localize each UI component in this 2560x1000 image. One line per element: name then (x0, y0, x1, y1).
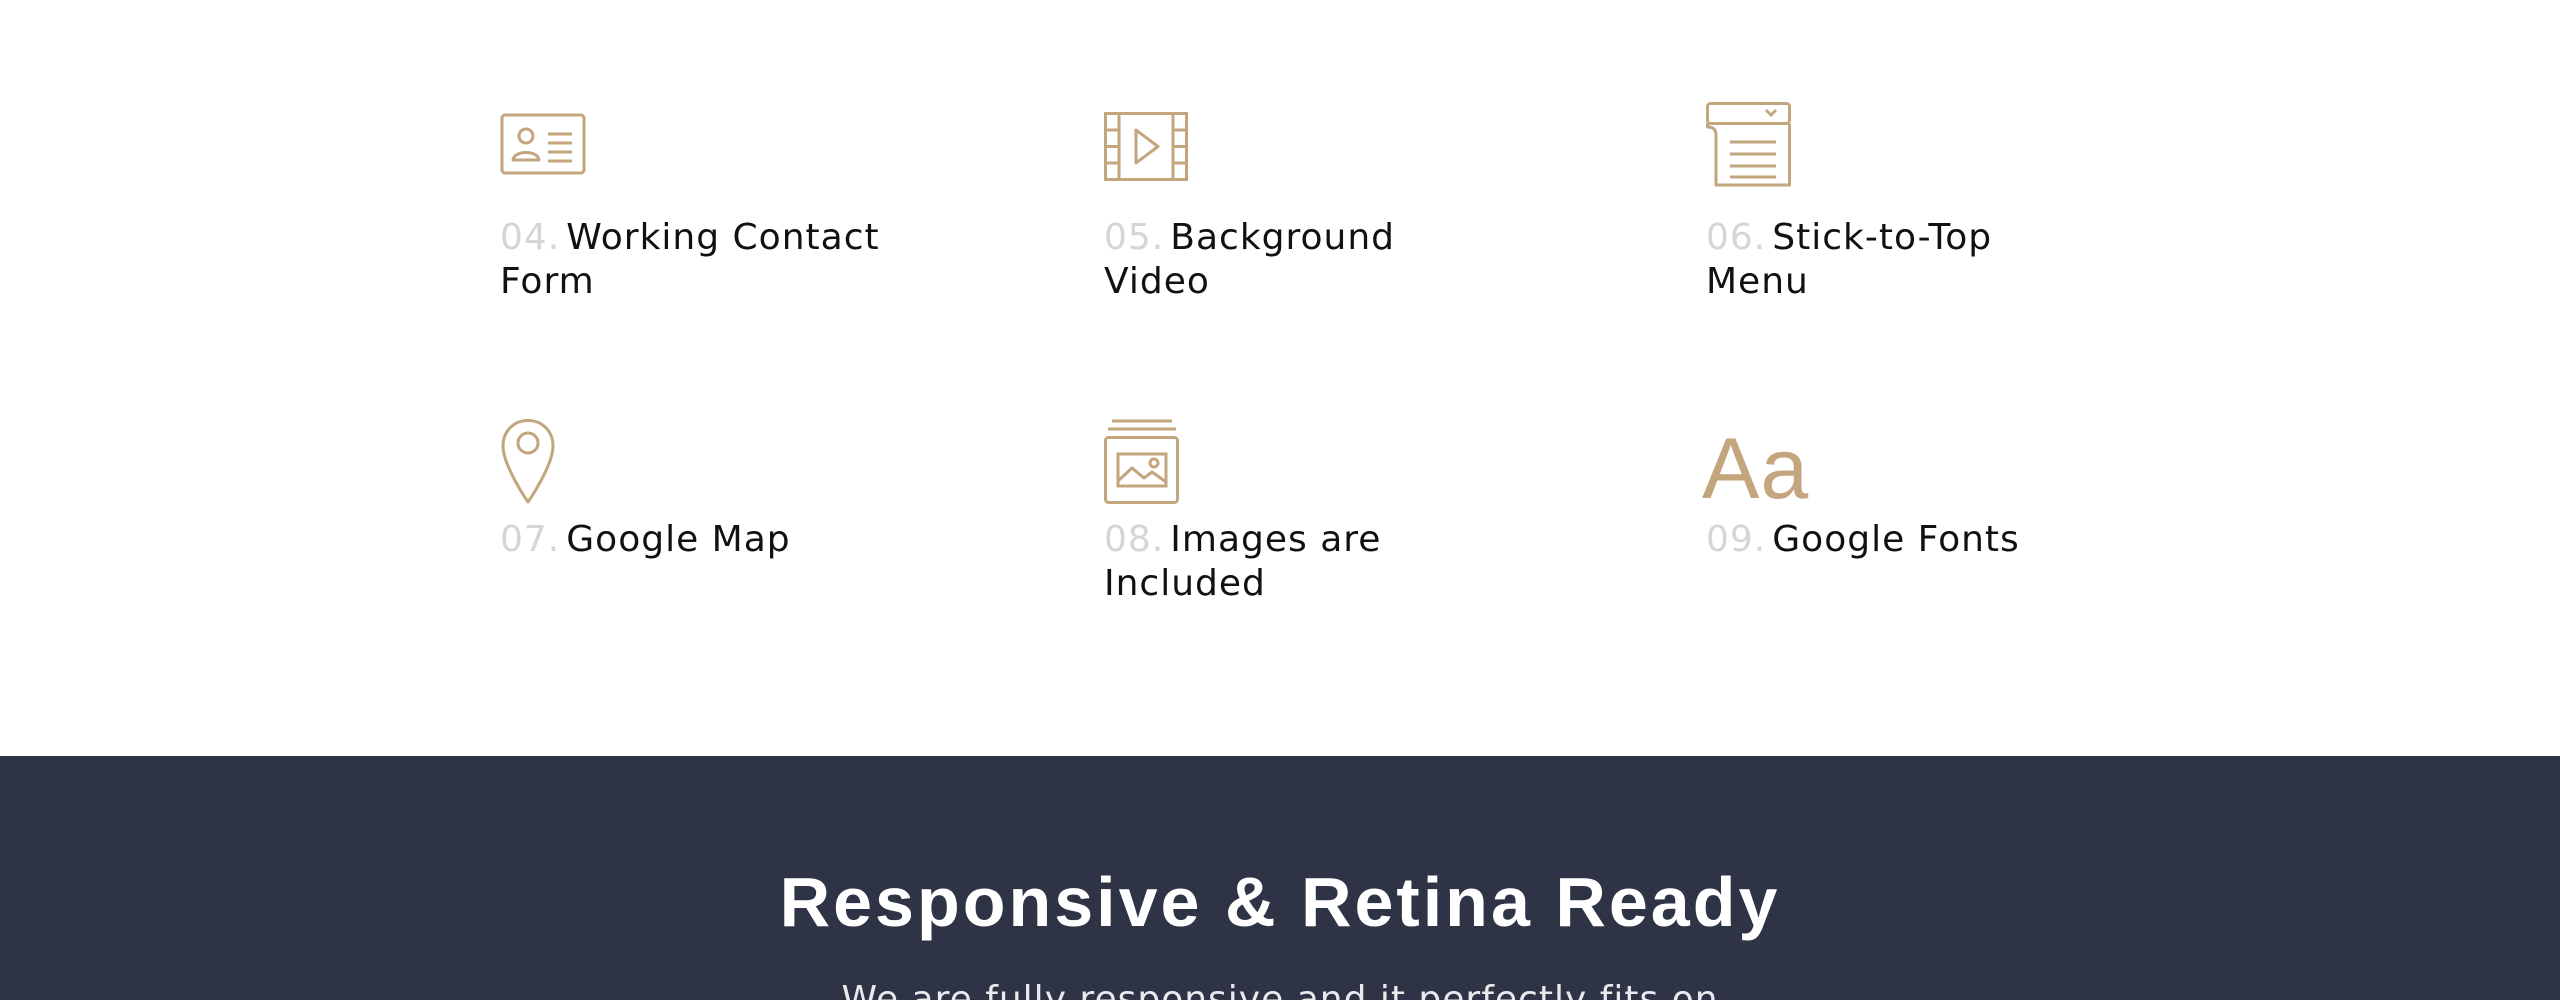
contact-card-icon (500, 112, 880, 198)
feature-item-google-map: 07.Google Map (500, 414, 880, 562)
sticky-menu-icon (1706, 102, 2086, 198)
feature-item-background-video: 05.Background Video (1104, 112, 1484, 304)
feature-number: 09. (1706, 519, 1767, 560)
feature-item-sticky-menu: 06.Stick-to-Top Menu (1706, 102, 2086, 304)
map-pin-icon (500, 414, 880, 504)
feature-item-google-fonts: Aa 09.Google Fonts (1702, 414, 2086, 562)
sticky-menu-svg (1706, 102, 1791, 187)
font-icon-text: Aa (1702, 421, 1810, 517)
responsive-section: Responsive & Retina Ready We are fully r… (0, 756, 2560, 1000)
feature-label: Working Contact Form (500, 217, 880, 302)
feature-title: 06.Stick-to-Top Menu (1706, 216, 2086, 304)
contact-card-svg (500, 113, 586, 175)
feature-number: 07. (500, 519, 561, 560)
feature-label: Google Fonts (1772, 519, 2020, 560)
video-svg (1104, 112, 1188, 181)
feature-number: 08. (1104, 519, 1165, 560)
map-pin-svg (501, 419, 555, 504)
feature-title: 04.Working Contact Form (500, 216, 880, 304)
feature-title: 09.Google Fonts (1706, 518, 2086, 562)
feature-number: 06. (1706, 217, 1767, 258)
image-gallery-svg (1104, 419, 1179, 504)
feature-label: Background Video (1104, 217, 1396, 302)
feature-number: 05. (1104, 217, 1165, 258)
feature-label: Images are Included (1104, 519, 1382, 604)
section-lead: We are fully responsive and it perfectly… (841, 979, 1719, 1000)
background-pattern (0, 756, 2560, 1000)
feature-number: 04. (500, 217, 561, 258)
feature-label: Google Map (566, 519, 791, 560)
feature-title: 07.Google Map (500, 518, 880, 562)
feature-title: 05.Background Video (1104, 216, 1484, 304)
font-icon: Aa (1702, 414, 2086, 512)
image-gallery-icon (1104, 414, 1484, 504)
feature-item-images-included: 08.Images are Included (1104, 414, 1484, 606)
video-icon (1104, 112, 1484, 198)
features-section: 04.Working Contact Form (500, 102, 2086, 606)
feature-item-contact-form: 04.Working Contact Form (500, 112, 880, 304)
feature-label: Stick-to-Top Menu (1706, 217, 1993, 302)
section-title: Responsive & Retina Ready (779, 863, 1781, 941)
feature-title: 08.Images are Included (1104, 518, 1484, 606)
